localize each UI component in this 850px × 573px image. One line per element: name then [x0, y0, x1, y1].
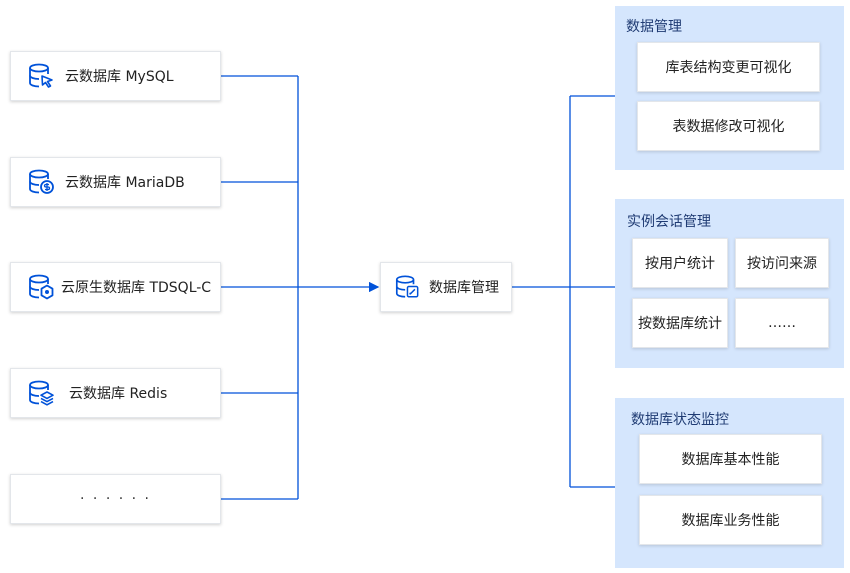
item-basic-performance: 数据库基本性能 [639, 434, 822, 484]
item-schema-change-visual: 库表结构变更可视化 [637, 42, 820, 92]
group-title-status-monitoring: 数据库状态监控 [631, 412, 729, 428]
item-data-edit-visual: 表数据修改可视化 [637, 101, 820, 151]
source-card-tdsql: 云原生数据库 TDSQL-C [10, 262, 221, 312]
source-card-more: · · · · · · [10, 474, 221, 524]
group-title-data-management: 数据管理 [626, 19, 682, 35]
group-title-session-management: 实例会话管理 [627, 214, 711, 230]
database-hexagon-icon [29, 274, 54, 300]
source-card-mariadb: 云数据库 MariaDB [10, 157, 221, 207]
item-by-user: 按用户统计 [632, 238, 728, 288]
source-label-mysql: 云数据库 MySQL [65, 69, 174, 85]
database-layers-icon [29, 380, 54, 406]
item-more: …… [735, 298, 829, 348]
center-label: 数据库管理 [429, 280, 499, 296]
source-card-mysql: 云数据库 MySQL [10, 51, 221, 101]
center-card-db-management: 数据库管理 [380, 262, 512, 312]
source-label-redis: 云数据库 Redis [69, 386, 168, 402]
source-label-tdsql: 云原生数据库 TDSQL-C [61, 280, 212, 296]
database-dollar-icon [29, 169, 54, 194]
source-card-redis: 云数据库 Redis [10, 368, 221, 418]
database-cursor-icon [29, 63, 53, 88]
source-label-more: · · · · · · [80, 491, 151, 507]
item-by-source: 按访问来源 [735, 238, 829, 288]
item-by-database: 按数据库统计 [632, 298, 728, 348]
item-business-performance: 数据库业务性能 [639, 495, 822, 545]
database-edit-icon [395, 275, 419, 298]
source-label-mariadb: 云数据库 MariaDB [65, 175, 185, 191]
